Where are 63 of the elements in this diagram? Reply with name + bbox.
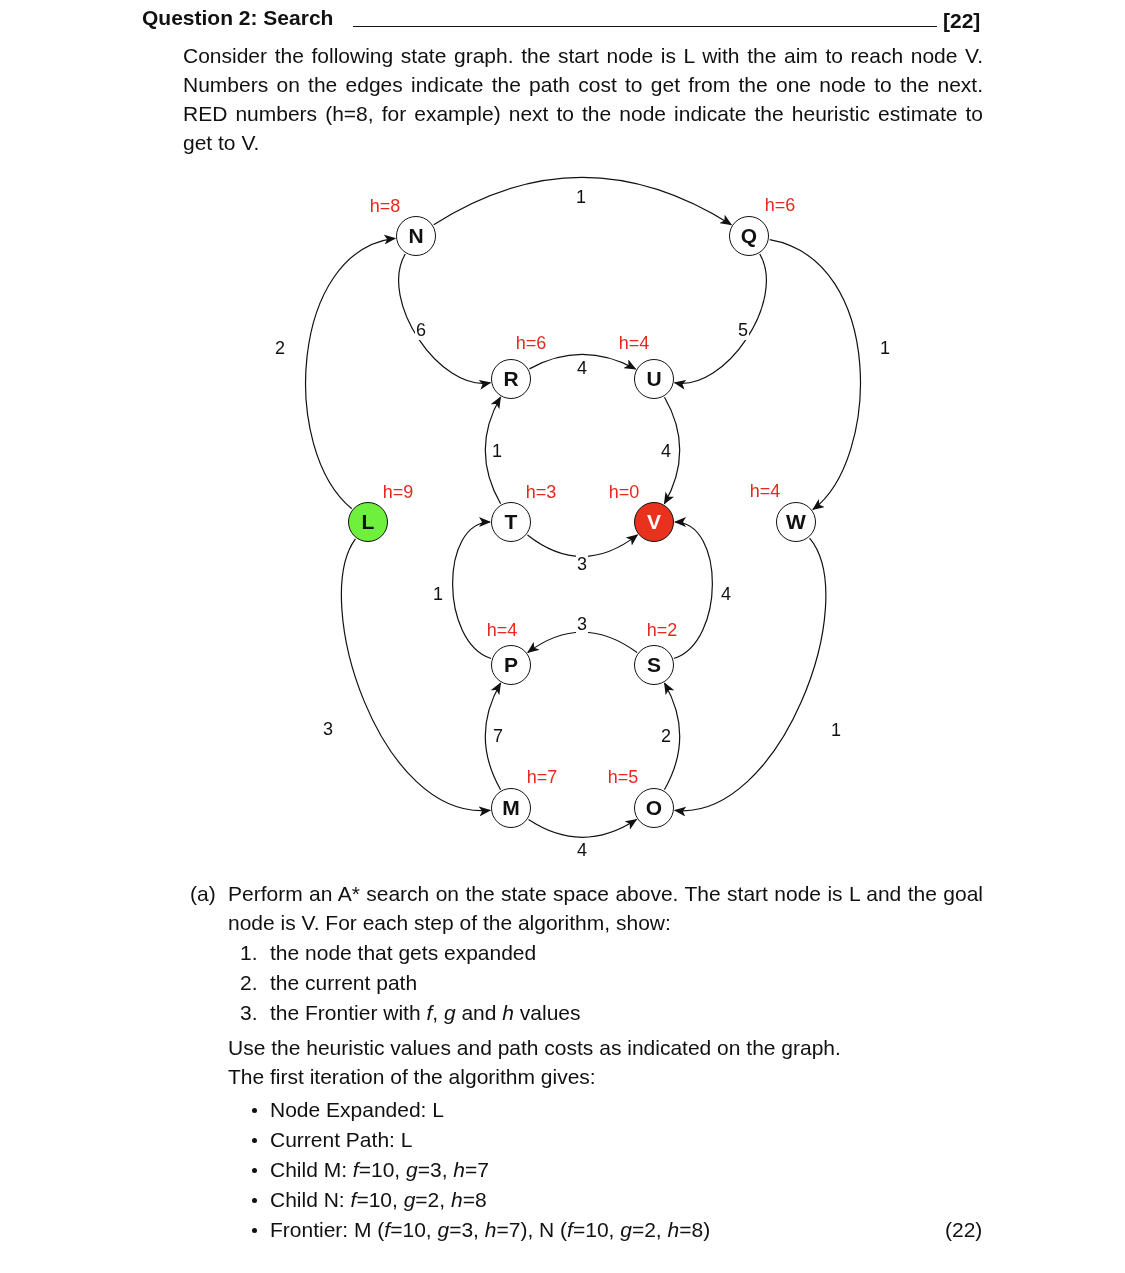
question-title: Question 2: Search bbox=[142, 6, 334, 30]
state-node: V bbox=[634, 502, 674, 542]
arrow bbox=[527, 631, 638, 654]
arrow bbox=[398, 253, 492, 388]
arrow bbox=[673, 519, 713, 660]
heuristic-label: h=4 bbox=[486, 619, 518, 641]
list-item: the node that gets expanded bbox=[270, 940, 537, 966]
intro-paragraph: Consider the following state graph. the start node is L with the aim to reach node V. Numbers on the edges indicate the path cost to get from the one node to the next. RED numbers (h=8, for example) next to the node indicate the heuristic estimate to get to V. bbox=[183, 43, 983, 156]
bullet-item: Current Path: L bbox=[270, 1127, 413, 1153]
list-number: 1. bbox=[240, 940, 258, 966]
edge-label: 5 bbox=[737, 320, 749, 340]
arrow bbox=[673, 537, 826, 815]
state-node: T bbox=[491, 502, 531, 542]
arrow bbox=[433, 176, 733, 226]
edge-label: 3 bbox=[576, 614, 588, 634]
heuristic-label: h=2 bbox=[646, 619, 678, 641]
state-node: R bbox=[491, 359, 531, 399]
arrow bbox=[663, 396, 681, 505]
bullet-item: Node Expanded: L bbox=[270, 1097, 444, 1123]
heuristic-label: h=6 bbox=[515, 332, 547, 354]
marks: (22) bbox=[945, 1217, 983, 1243]
state-node: W bbox=[776, 502, 816, 542]
instruction-text: The first iteration of the algorithm gives: bbox=[228, 1064, 596, 1090]
arrow bbox=[527, 818, 638, 838]
list-item: the current path bbox=[270, 970, 418, 996]
arrow bbox=[663, 682, 681, 791]
bullet-item: Child M: f=10, g=3, h=7 bbox=[270, 1157, 489, 1183]
list-number: 3. bbox=[240, 1000, 258, 1026]
heuristic-label: h=7 bbox=[526, 766, 558, 788]
arrow bbox=[452, 519, 492, 660]
state-node: L bbox=[348, 502, 388, 542]
arrow bbox=[769, 239, 861, 511]
list-item: the Frontier with f, g and h values bbox=[270, 1000, 581, 1026]
heuristic-label: h=5 bbox=[607, 766, 639, 788]
heuristic-label: h=9 bbox=[382, 481, 414, 503]
heuristic-label: h=6 bbox=[764, 194, 796, 216]
list-number: 2. bbox=[240, 970, 258, 996]
heuristic-label: h=0 bbox=[608, 481, 640, 503]
state-node: Q bbox=[729, 216, 769, 256]
arrow bbox=[528, 353, 637, 370]
question-text: Perform an A* search on the state space above. The start node is L and the goal node is V. For each step of the algorithm, show: bbox=[228, 881, 983, 936]
part-label: (a) bbox=[190, 881, 216, 907]
arrow bbox=[484, 682, 502, 791]
arrow bbox=[305, 236, 397, 510]
instruction-text: Use the heuristic values and path costs as indicated on the graph. bbox=[228, 1035, 841, 1061]
state-node: N bbox=[396, 216, 436, 256]
arrow bbox=[673, 253, 767, 388]
marks: [22] bbox=[943, 8, 981, 34]
state-node: U bbox=[634, 359, 674, 399]
edge-label: 6 bbox=[415, 320, 427, 340]
arrow bbox=[484, 396, 502, 505]
heuristic-label: h=3 bbox=[525, 481, 557, 503]
bullet-item: Frontier: M (f=10, g=3, h=7), N (f=10, g=2, h=8) bbox=[270, 1217, 711, 1243]
arrow bbox=[526, 534, 639, 558]
state-node: P bbox=[491, 645, 531, 685]
state-node: S bbox=[634, 645, 674, 685]
heuristic-label: h=8 bbox=[369, 195, 401, 217]
state-node: M bbox=[491, 788, 531, 828]
arrow bbox=[341, 538, 492, 815]
heuristic-label: h=4 bbox=[749, 480, 781, 502]
state-node: O bbox=[634, 788, 674, 828]
heuristic-label: h=4 bbox=[618, 332, 650, 354]
bullet-item: Child N: f=10, g=2, h=8 bbox=[270, 1187, 487, 1213]
